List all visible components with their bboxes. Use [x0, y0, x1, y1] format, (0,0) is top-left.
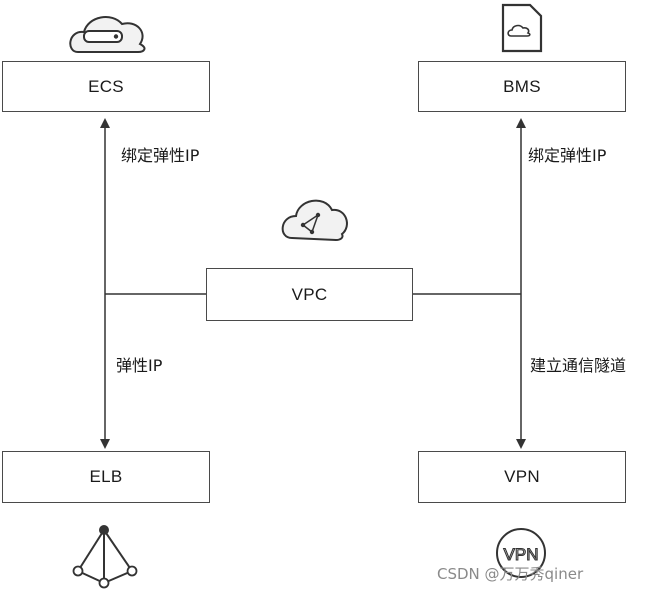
ecs-label: ECS: [88, 76, 124, 96]
bms-node: BMS: [418, 61, 626, 112]
ecs-edge-label: 绑定弹性IP: [121, 146, 200, 165]
vpc-node: VPC: [206, 268, 413, 321]
elb-label: ELB: [89, 467, 123, 486]
vpc-label: VPC: [291, 284, 328, 304]
network-cloud-icon: [281, 199, 348, 242]
ecs-node: ECS: [2, 61, 210, 112]
vpn-icon: VPN: [496, 528, 546, 578]
elb-edge-label: 弹性IP: [116, 356, 163, 375]
watermark: CSDN @万万秀qiner: [437, 565, 584, 583]
bms-edge-label: 绑定弹性IP: [528, 146, 607, 165]
vpn-label: VPN: [504, 467, 540, 486]
bms-label: BMS: [503, 76, 541, 96]
elb-node: ELB: [2, 451, 210, 503]
server-cloud-icon: [69, 16, 146, 53]
vpn-icon-text: VPN: [504, 545, 539, 564]
vpn-edge-label: 建立通信隧道: [530, 356, 627, 375]
bare-metal-card-icon: [501, 3, 543, 53]
vpn-node: VPN: [418, 451, 626, 503]
load-balancer-icon: [72, 525, 138, 589]
